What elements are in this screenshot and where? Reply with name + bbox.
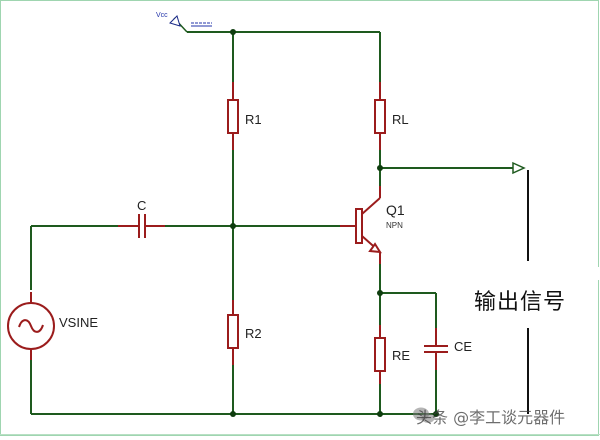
resistor-r1 xyxy=(227,82,239,150)
junction-dot xyxy=(377,165,383,171)
junction-dot xyxy=(230,411,236,417)
ce-label: CE xyxy=(454,339,473,354)
resistor-rl xyxy=(374,82,386,150)
watermark-text: 头条 @李工谈元器件 xyxy=(416,408,566,427)
junction-dot xyxy=(433,411,439,417)
junction-dot xyxy=(377,411,383,417)
output-signal-label: 输出信号 xyxy=(474,290,567,315)
r2-label: R2 xyxy=(245,326,262,341)
vsine-label: VSINE xyxy=(59,315,99,330)
wires xyxy=(30,31,513,415)
capacitor-c xyxy=(118,214,165,238)
r1-label: R1 xyxy=(245,112,262,127)
rl-label: RL xyxy=(392,112,409,127)
resistor-r2 xyxy=(227,300,239,365)
junctions xyxy=(230,29,439,417)
junction-dot xyxy=(230,223,236,229)
frame-border-bottom xyxy=(0,434,600,435)
frame-border-right xyxy=(598,0,599,267)
c-label: C xyxy=(137,198,147,213)
resistor-re xyxy=(374,325,386,384)
junction-dot xyxy=(230,29,236,35)
vcc-symbol xyxy=(169,15,212,33)
q1-label: Q1 xyxy=(386,202,405,218)
output-terminal xyxy=(512,161,529,414)
vcc-label: Vcc xyxy=(156,12,168,19)
frame-border-right-lower xyxy=(598,280,599,436)
resistors xyxy=(227,82,386,384)
q1-type-label: NPN xyxy=(386,221,403,230)
transistor-q1 xyxy=(340,186,382,264)
capacitor-ce xyxy=(424,328,448,370)
wechat-icon xyxy=(413,407,435,423)
junction-dot xyxy=(377,290,383,296)
re-label: RE xyxy=(392,348,411,363)
ac-source-vsine xyxy=(7,292,55,360)
